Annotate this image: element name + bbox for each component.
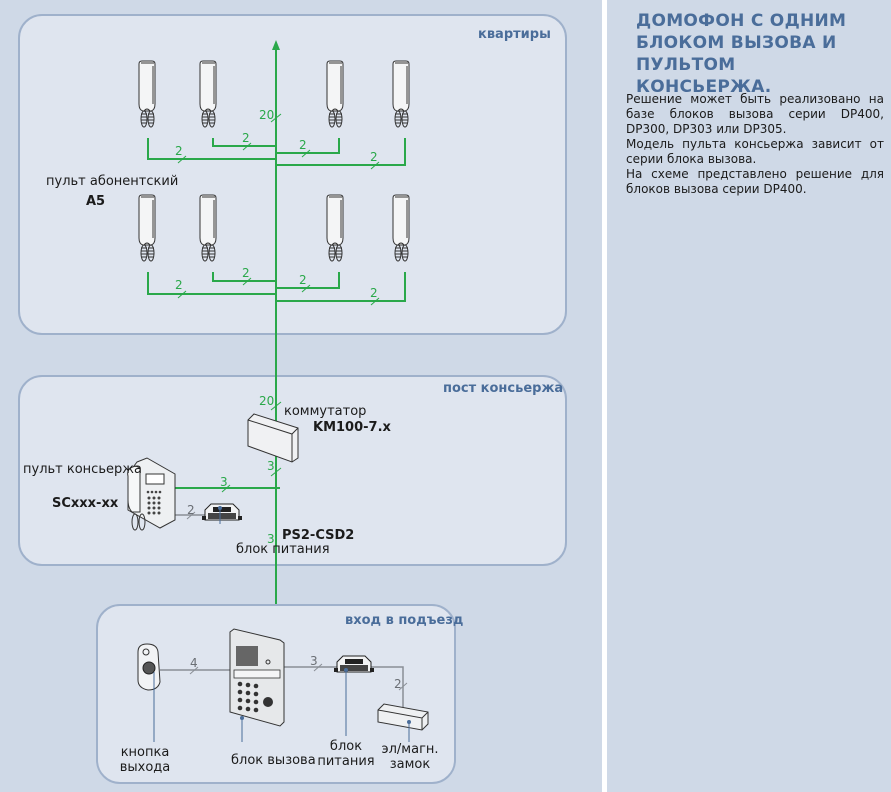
- zone-apartments-title: квартиры: [478, 27, 551, 42]
- zone-apartments: [18, 14, 567, 335]
- exit-button-label-line: кнопка: [120, 745, 170, 760]
- psu-label: блок питания: [236, 542, 330, 557]
- handset-icon: [392, 60, 410, 128]
- entrance-psu-label-line: блок: [329, 739, 363, 754]
- call-panel-label: блок вызова: [231, 753, 316, 768]
- exit-button-label-line: выхода: [119, 760, 171, 775]
- wire-count: 2: [175, 144, 183, 158]
- zone-concierge-title: пост консьержа: [443, 381, 564, 396]
- concierge-console-label: пульт консьержа: [23, 462, 142, 477]
- zone-entrance-title: вход в подъезд: [345, 613, 464, 628]
- handset-icon: [392, 194, 410, 262]
- wire-count: 2: [299, 138, 307, 152]
- wire-count: 2: [187, 503, 195, 517]
- wire-count: 3: [267, 459, 275, 473]
- handset-icon: [199, 194, 217, 262]
- wire-count: 2: [299, 273, 307, 287]
- subscriber-unit-model: A5: [86, 194, 106, 209]
- wire-count: 20: [259, 394, 275, 408]
- entrance-psu-label-line: питания: [317, 754, 375, 769]
- wire-count: 2: [242, 266, 250, 280]
- trunk-arrow-icon: [272, 40, 280, 50]
- lock-label-line: эл/магн.: [381, 742, 439, 757]
- handset-icon: [199, 60, 217, 128]
- power-supply-icon: [201, 503, 243, 521]
- switch-model: KM100-7.x: [313, 420, 391, 435]
- exit-button-label: кнопка выхода: [115, 745, 175, 775]
- handset-icon: [138, 194, 156, 262]
- call-panel-icon: [229, 628, 285, 727]
- wire-count: 3: [220, 475, 228, 489]
- switch-label: коммутатор: [284, 404, 367, 419]
- wire-count: 2: [370, 286, 378, 300]
- description-paragraph: Модель пульта консьержа зависит от серии…: [626, 137, 884, 166]
- handset-icon: [138, 60, 156, 128]
- handset-icon: [326, 194, 344, 262]
- exit-button-icon: [137, 643, 161, 691]
- power-supply-icon: [333, 655, 375, 673]
- wire-count: 3: [310, 654, 318, 668]
- description-paragraph: Решение может быть реализовано на базе б…: [626, 92, 884, 136]
- diagram-title: ДОМОФОН С ОДНИМ БЛОКОМ ВЫЗОВА И ПУЛЬТОМ …: [636, 11, 847, 97]
- wire-count: 3: [267, 532, 275, 546]
- description: Решение может быть реализовано на базе б…: [626, 92, 884, 197]
- wire-count: 2: [242, 131, 250, 145]
- wire-count: 2: [394, 677, 402, 691]
- switch-device-icon: [247, 413, 299, 463]
- description-paragraph: На схеме представлено решение для блоков…: [626, 167, 884, 196]
- wire-count: 2: [370, 150, 378, 164]
- entrance-psu-label: блок питания: [316, 739, 376, 769]
- lock-label: эл/магн. замок: [380, 742, 440, 772]
- column-divider: [602, 0, 607, 792]
- electromagnetic-lock-icon: [377, 703, 429, 731]
- wire-count: 4: [190, 656, 198, 670]
- wire-count: 2: [175, 278, 183, 292]
- concierge-console-icon: [127, 457, 176, 531]
- wire-count: 20: [259, 108, 275, 122]
- handset-icon: [326, 60, 344, 128]
- psu-model: PS2-CSD2: [282, 528, 355, 543]
- lock-label-line: замок: [389, 757, 431, 772]
- zone-concierge: [18, 375, 567, 566]
- subscriber-unit-label: пульт абонентский: [46, 174, 179, 189]
- concierge-console-model: SCxxx-xx: [52, 496, 119, 511]
